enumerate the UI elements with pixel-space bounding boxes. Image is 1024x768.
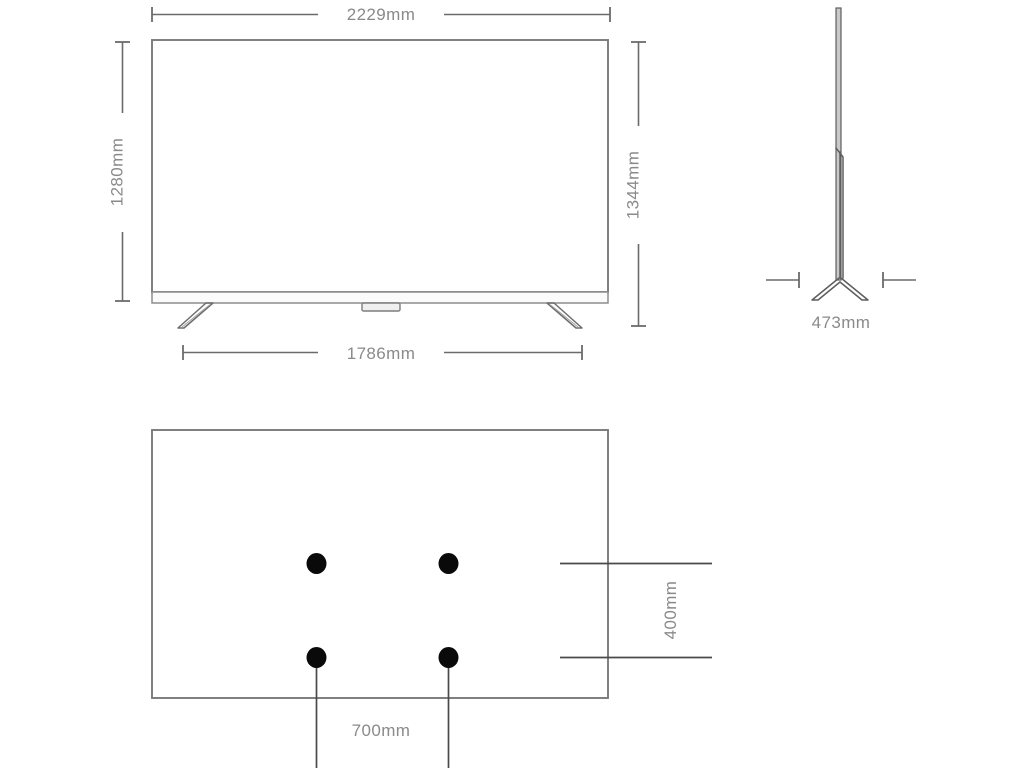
vesa-hole-top-left	[306, 553, 327, 574]
dimension-vesa-vertical: 400mm	[560, 562, 712, 659]
dimension-overall-height: 1344mm	[624, 41, 646, 327]
tv-front-panel	[151, 39, 609, 293]
ir-receiver-tab	[361, 302, 401, 312]
stand-neck-profile	[835, 147, 844, 279]
stand-leg-left	[177, 302, 214, 329]
dimension-label-stand-depth: 473mm	[812, 313, 871, 332]
side-panel-profile	[835, 7, 842, 281]
dimension-stand-depth: 473mm	[766, 272, 916, 332]
dimension-vesa-horizontal: 700mm	[315, 665, 450, 768]
stand-leg-right	[546, 302, 583, 329]
rear-view-group: 400mm 700mm	[151, 429, 712, 768]
vesa-hole-bottom-left	[306, 647, 327, 668]
side-view-group: 473mm	[766, 7, 916, 332]
dimension-overall-width: 2229mm	[151, 5, 611, 24]
dimension-label-overall-width: 2229mm	[347, 5, 416, 24]
dimension-label-vesa-vertical: 400mm	[661, 581, 680, 640]
vesa-hole-top-right	[438, 553, 459, 574]
dimension-label-overall-height: 1344mm	[624, 151, 643, 220]
stand-base-feet	[811, 277, 869, 301]
dimension-label-stand-width: 1786mm	[347, 344, 416, 363]
dimension-stand-width: 1786mm	[182, 344, 583, 363]
dimension-label-screen-height: 1280mm	[108, 138, 127, 207]
tv-bottom-bezel	[151, 291, 609, 304]
dimension-screen-height: 1280mm	[108, 41, 130, 302]
vesa-hole-bottom-right	[438, 647, 459, 668]
tv-rear-panel	[151, 429, 609, 699]
dimension-label-vesa-horizontal: 700mm	[352, 721, 411, 740]
front-view-group: 2229mm 1280mm 1344mm	[108, 5, 646, 363]
